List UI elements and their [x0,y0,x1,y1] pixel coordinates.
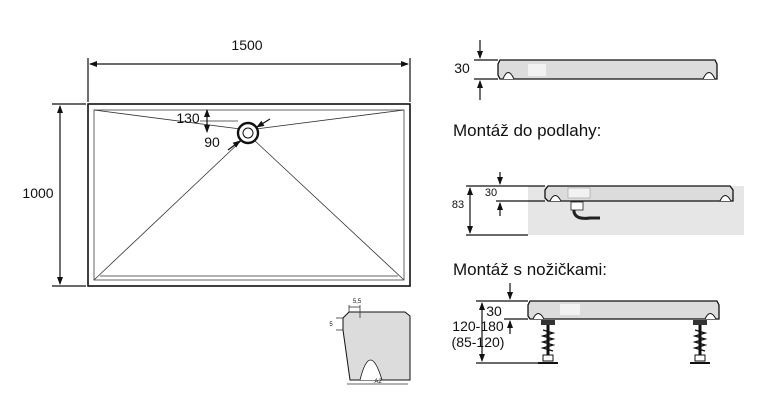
floor-thickness-label: 30 [485,187,497,199]
drain-pipe-icon [572,201,600,220]
edge-detail-section: 5,5 5 A2 [329,299,411,385]
left-leg-icon [538,320,558,364]
tray-profile-section: 30 [454,40,718,100]
edge-top-label: 5,5 [353,299,362,305]
width-label: 1500 [231,37,262,53]
floor-install-title: Montáž do podlahy: [453,121,601,140]
slope-lines [93,109,405,281]
floor-total-label: 83 [452,199,464,211]
drain-icon [236,121,260,145]
drain-diameter-label: 90 [204,134,220,150]
legs-alt-range-label: (85-120) [452,334,505,350]
tray-inner-edge [93,109,405,281]
drain-offset-label: 130 [176,110,200,126]
floor-install-section: Montáž do podlahy: 83 30 [452,121,744,236]
floor-fill [528,201,744,235]
legs-install-title: Montáž s nožičkami: [453,260,607,279]
edge-side-label: 5 [329,322,333,328]
legs-install-section: Montáž s nožičkami: 30 120-180 (8 [452,260,720,364]
right-leg-icon [690,320,710,364]
legs-range-label: 120-180 [452,318,504,334]
legs-thickness-label: 30 [486,303,502,319]
tray-top-view: 1500 1000 130 90 [22,37,411,287]
profile-thickness-label: 30 [454,60,470,76]
height-label: 1000 [22,185,53,201]
edge-bottom-label: A2 [374,379,382,385]
